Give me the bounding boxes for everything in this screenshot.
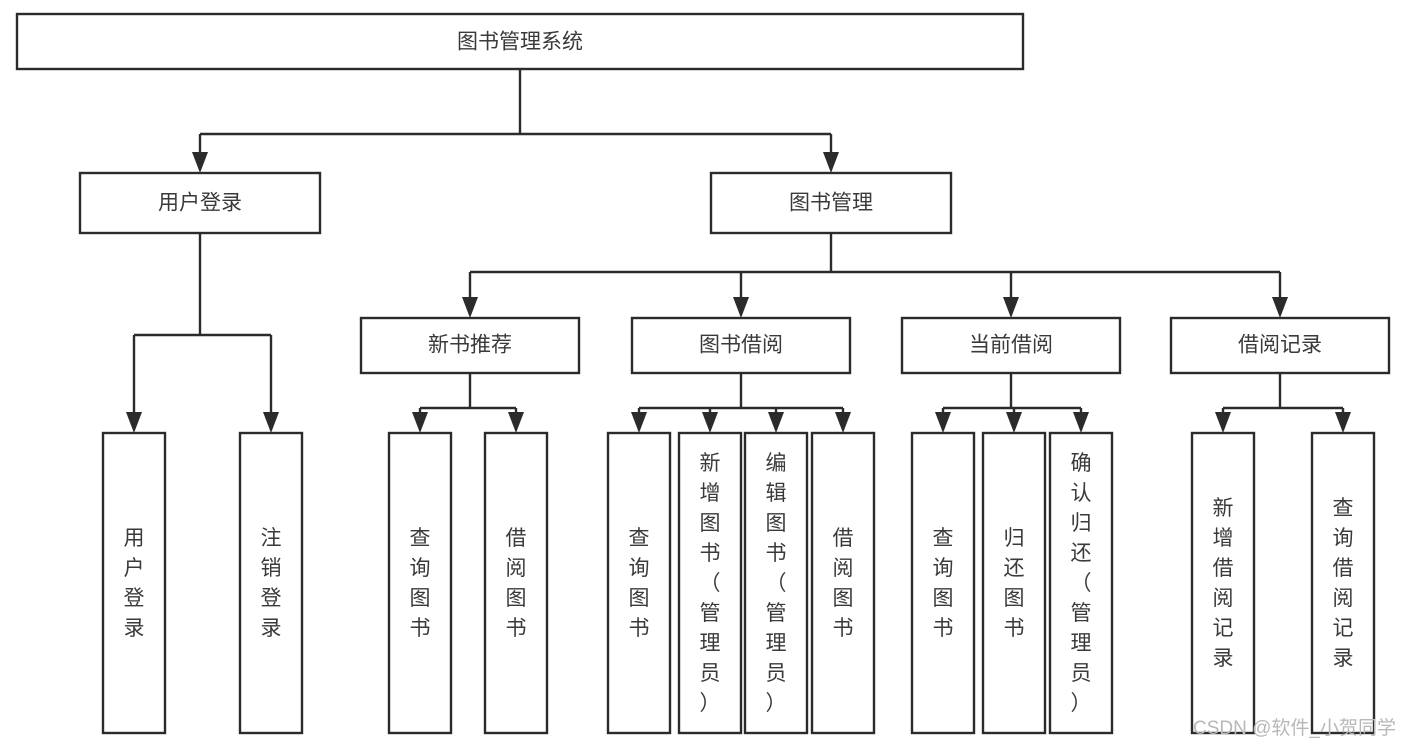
leaf-node-5[interactable]: 新增图书（管理员） [677,431,743,735]
leaf-node-10-box[interactable] [1048,431,1114,735]
node-root-system[interactable]: 图书管理系统 [15,12,1025,71]
leaf-node-10[interactable]: 确认归还（管理员） [1048,431,1114,735]
arrowhead-leaf-add-record [1215,412,1231,433]
leaf-node-6-label: 编辑图书（管理员） [766,452,787,715]
leaf-node-12-label: 查询借阅记录 [1333,497,1354,670]
arrowhead-leaf-edit-book [768,412,784,433]
arrowhead-leaf-query-record [1335,412,1351,433]
leaf-node-0-label: 用户登录 [124,527,145,640]
arrowhead-new-book-rec [462,297,478,318]
leaf-node-4-box[interactable] [606,431,672,735]
arrowhead-leaf-query-book-1 [412,412,428,433]
leaf-node-3-label: 借阅图书 [506,527,527,640]
node-user-login[interactable]: 用户登录 [78,171,322,235]
leaf-node-0-box[interactable] [101,431,167,735]
arrowhead-leaf-return-book [1006,412,1022,433]
node-borrowing-record[interactable]: 借阅记录 [1169,316,1391,375]
node-current-borrowing-box[interactable] [900,316,1122,375]
leaf-node-5-box[interactable] [677,431,743,735]
arrowhead-borrow-record [1272,297,1288,318]
leaf-node-2-label: 查询图书 [410,527,431,640]
arrowhead-book-mgmt [823,152,839,173]
arrowhead-leaf-query-book-3 [935,412,951,433]
leaf-node-11-label: 新增借阅记录 [1213,497,1234,670]
arrowhead-book-borrow [733,297,749,318]
leaf-node-7[interactable]: 借阅图书 [810,431,876,735]
node-book-borrowing[interactable]: 图书借阅 [630,316,852,375]
leaf-node-7-label: 借阅图书 [833,527,854,640]
node-borrowing-record-box[interactable] [1169,316,1391,375]
leaf-node-layer: 用户登录 注销登录 查询图书 借阅图书 查询图书 新增图书（管理员） 编辑图书（管理员） 借阅… [101,431,1376,735]
node-current-borrowing[interactable]: 当前借阅 [900,316,1122,375]
leaf-node-5-label: 新增图书（管理员） [700,452,721,715]
node-root-system-box[interactable] [15,12,1025,71]
leaf-node-0[interactable]: 用户登录 [101,431,167,735]
leaf-node-9[interactable]: 归还图书 [981,431,1047,735]
leaf-node-1[interactable]: 注销登录 [238,431,304,735]
leaf-node-6-box[interactable] [743,431,809,735]
arrowhead-leaf-confirm-return [1073,412,1089,433]
leaf-node-4[interactable]: 查询图书 [606,431,672,735]
node-user-login-box[interactable] [78,171,322,235]
leaf-node-4-label: 查询图书 [629,527,650,640]
node-new-book-recommendation[interactable]: 新书推荐 [359,316,581,375]
leaf-node-11[interactable]: 新增借阅记录 [1190,431,1256,735]
leaf-node-2[interactable]: 查询图书 [387,431,453,735]
node-book-management-box[interactable] [709,171,953,235]
leaf-node-8[interactable]: 查询图书 [910,431,976,735]
node-user-login-label: 用户登录 [158,192,242,215]
node-new-book-recommendation-label: 新书推荐 [428,334,512,357]
leaf-node-12[interactable]: 查询借阅记录 [1310,431,1376,735]
leaf-node-6[interactable]: 编辑图书（管理员） [743,431,809,735]
arrowhead-user-login [192,152,208,173]
leaf-node-12-box[interactable] [1310,431,1376,735]
leaf-node-3[interactable]: 借阅图书 [483,431,549,735]
leaf-node-3-box[interactable] [483,431,549,735]
node-book-management-label: 图书管理 [789,192,873,215]
leaf-node-9-label: 归还图书 [1004,527,1025,640]
node-book-management[interactable]: 图书管理 [709,171,953,235]
arrowhead-leaf-query-book-2 [631,412,647,433]
leaf-node-8-box[interactable] [910,431,976,735]
leaf-node-1-box[interactable] [238,431,304,735]
csdn-watermark: CSDN @软件_小贺同学 [1193,717,1396,739]
node-book-borrowing-box[interactable] [630,316,852,375]
node-book-borrowing-label: 图书借阅 [699,334,783,357]
leaf-node-8-label: 查询图书 [933,527,954,640]
arrowhead-leaf-logout [263,412,279,433]
arrowhead-leaf-borrow-book-1 [508,412,524,433]
leaf-node-11-box[interactable] [1190,431,1256,735]
node-current-borrowing-label: 当前借阅 [969,334,1053,357]
connector-layer [126,69,1351,433]
leaf-node-2-box[interactable] [387,431,453,735]
node-borrowing-record-label: 借阅记录 [1238,334,1322,357]
arrowhead-leaf-borrow-book-2 [835,412,851,433]
arrowhead-leaf-user-login [126,412,142,433]
node-root-system-label: 图书管理系统 [457,31,583,54]
leaf-node-7-box[interactable] [810,431,876,735]
arrowhead-current-borrow [1003,297,1019,318]
leaf-node-1-label: 注销登录 [261,527,282,640]
node-new-book-recommendation-box[interactable] [359,316,581,375]
leaf-node-10-label: 确认归还（管理员） [1071,452,1092,715]
arrowhead-leaf-add-book [702,412,718,433]
leaf-node-9-box[interactable] [981,431,1047,735]
